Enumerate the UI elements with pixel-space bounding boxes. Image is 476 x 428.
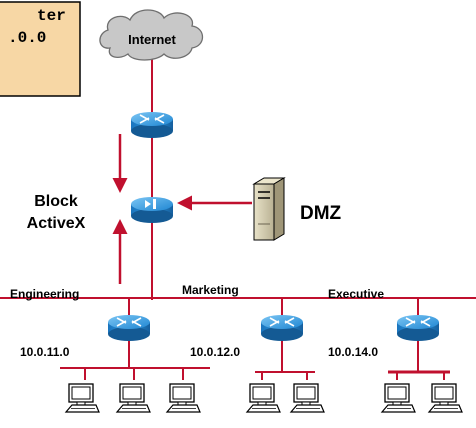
lan-name-executive: Executive [328, 287, 384, 301]
pc-icon [116, 383, 151, 413]
internet-cloud-icon: Internet [99, 9, 204, 61]
firewall-note-line-1: Block [34, 193, 78, 210]
lan-name-engineering: Engineering [10, 287, 79, 301]
lan-subnet-engineering: 10.0.11.0 [20, 345, 70, 359]
border-router-icon [130, 111, 174, 139]
marketing-router-icon [260, 314, 304, 342]
pc-icon [290, 383, 325, 413]
callout-line-1: ter [37, 7, 66, 25]
executive-router-icon [396, 314, 440, 342]
lan-subnet-marketing: 10.0.12.0 [190, 345, 240, 359]
pc-icon [65, 383, 100, 413]
pc-icon [381, 383, 416, 413]
internet-label: Internet [128, 32, 176, 47]
firewall-icon [131, 197, 173, 223]
lan-name-marketing: Marketing [182, 283, 239, 297]
firewall-note-line-2: ActiveX [27, 215, 86, 232]
callout-box: ter .0.0 [0, 1, 81, 97]
callout-line-2: .0.0 [8, 29, 46, 47]
lan-subnet-executive: 10.0.14.0 [328, 345, 378, 359]
dmz-label: DMZ [300, 203, 342, 224]
dmz-server-icon [252, 177, 286, 241]
pc-icon [246, 383, 281, 413]
pc-icon [166, 383, 201, 413]
pc-icon [428, 383, 463, 413]
engineering-router-icon [107, 314, 151, 342]
